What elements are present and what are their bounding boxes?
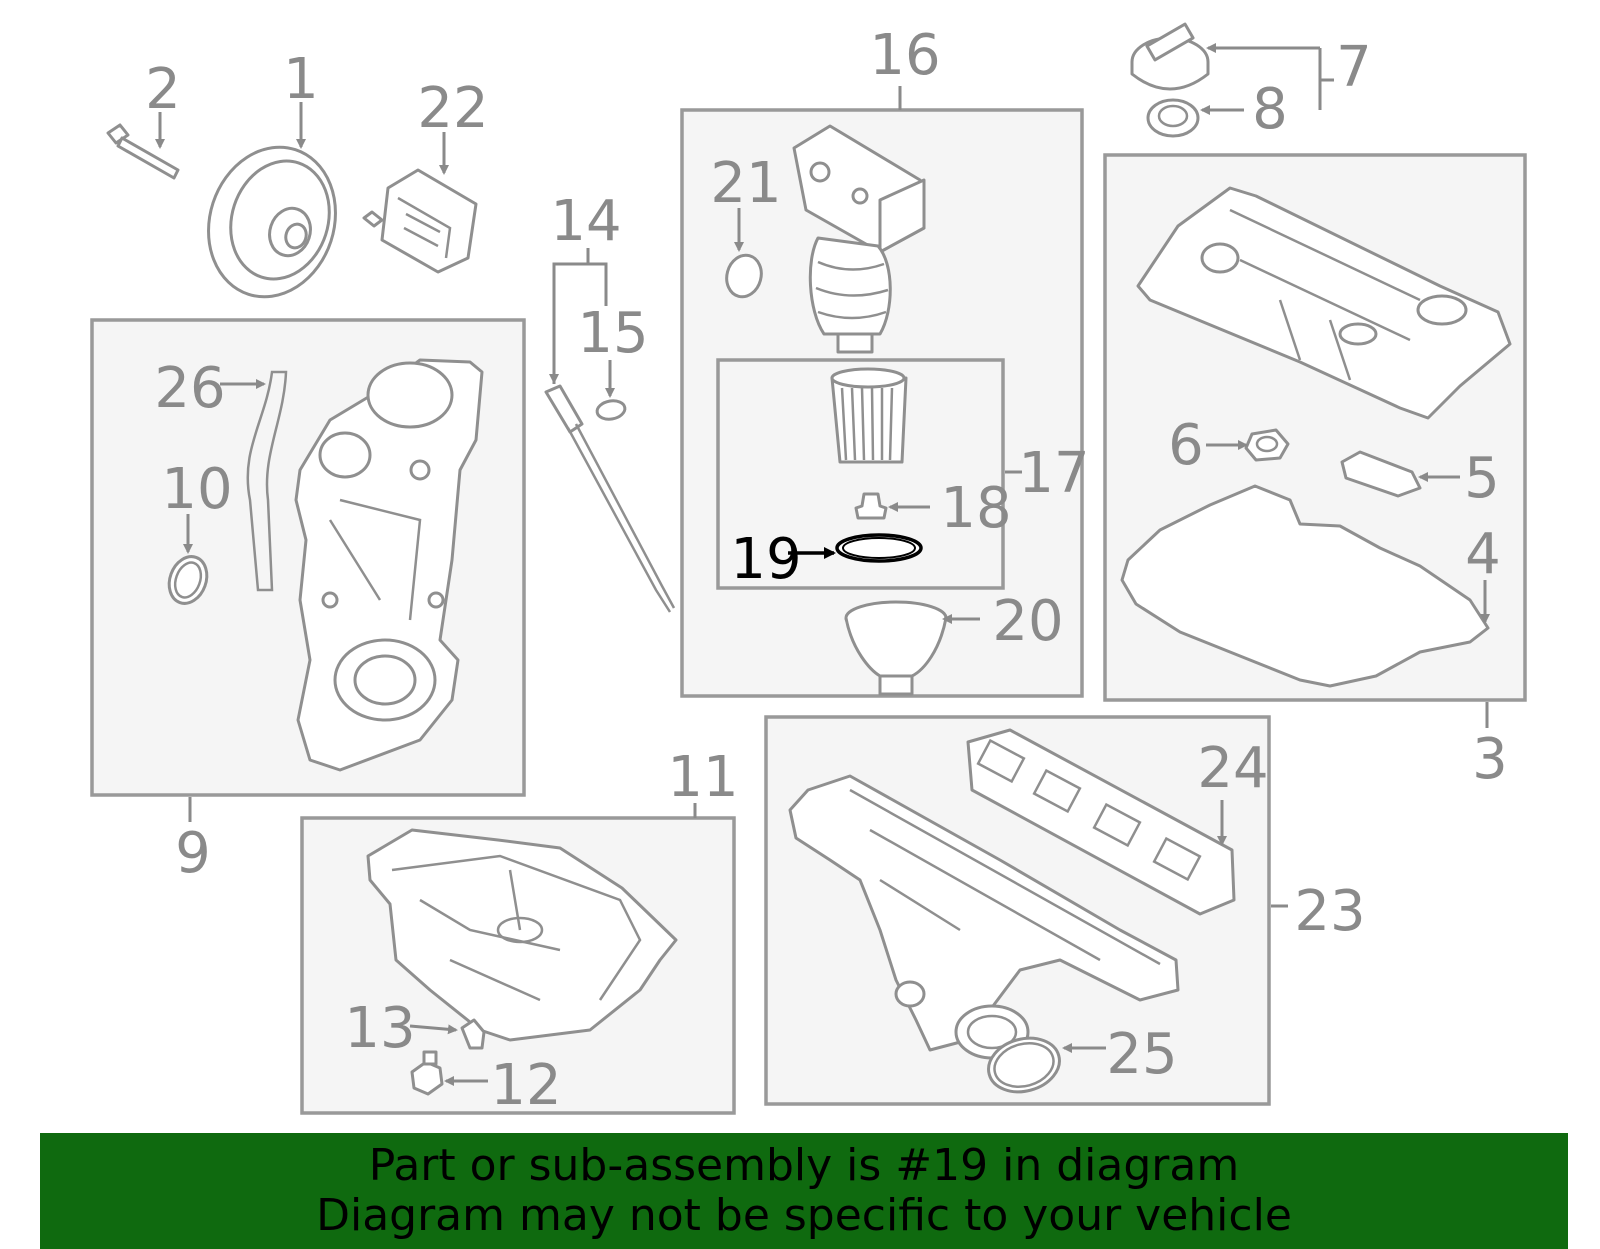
banner-line-2: Diagram may not be specific to your vehi… bbox=[316, 1190, 1292, 1241]
callout-13: 13 bbox=[344, 996, 415, 1061]
crank-pulley-part-1 bbox=[207, 145, 337, 299]
callout-14: 14 bbox=[550, 189, 621, 254]
filter-element-part-17 bbox=[830, 367, 908, 464]
callout-7: 7 bbox=[1336, 35, 1372, 100]
callout-9: 9 bbox=[175, 821, 211, 886]
callout-17: 17 bbox=[1018, 441, 1089, 506]
filter-housing-part-16 bbox=[792, 124, 926, 354]
callout-4: 4 bbox=[1465, 522, 1501, 587]
oring-part-19-highlighted bbox=[835, 533, 923, 563]
oring-part-21 bbox=[725, 253, 763, 299]
callout-16: 16 bbox=[869, 23, 940, 88]
oring-part-15 bbox=[595, 399, 627, 421]
info-banner: Part or sub-assembly is #19 in diagram D… bbox=[40, 1133, 1568, 1249]
callout-3: 3 bbox=[1472, 727, 1508, 792]
gasket-part-4 bbox=[1120, 484, 1490, 688]
callout-1: 1 bbox=[283, 47, 319, 112]
filler-cap-part-7 bbox=[1130, 22, 1210, 91]
filter-cap-part-20 bbox=[844, 600, 948, 696]
callout-21: 21 bbox=[710, 151, 781, 216]
plug-part-18 bbox=[854, 492, 888, 520]
banner-line-1: Part or sub-assembly is #19 in diagram bbox=[368, 1140, 1240, 1191]
callout-8: 8 bbox=[1252, 77, 1288, 142]
bracket-14 bbox=[552, 262, 608, 384]
callout-12: 12 bbox=[490, 1053, 561, 1118]
gasket-part-13 bbox=[460, 1018, 486, 1050]
gasket-part-5 bbox=[1340, 450, 1422, 498]
callout-22: 22 bbox=[417, 76, 488, 141]
callout-26: 26 bbox=[154, 356, 225, 421]
callout-18: 18 bbox=[940, 476, 1011, 541]
callout-6: 6 bbox=[1168, 413, 1204, 478]
callout-20: 20 bbox=[992, 589, 1063, 654]
callout-19: 19 bbox=[730, 527, 801, 592]
oring-part-10 bbox=[167, 555, 209, 605]
nut-part-6 bbox=[1244, 428, 1290, 462]
callout-15: 15 bbox=[577, 301, 648, 366]
oil-pan-part-11 bbox=[366, 828, 678, 1042]
valve-cover-part-3 bbox=[1136, 186, 1512, 420]
callout-25: 25 bbox=[1106, 1022, 1177, 1087]
timing-cover-part-9 bbox=[294, 358, 484, 772]
manifold-gasket-part-24 bbox=[966, 728, 1236, 916]
oil-cooler-part-22 bbox=[362, 168, 478, 274]
guide-part-26 bbox=[246, 370, 288, 592]
bolt-part-2 bbox=[106, 123, 180, 180]
oring-inner-10 bbox=[173, 561, 203, 599]
drain-plug-part-12 bbox=[410, 1050, 444, 1096]
callout-5: 5 bbox=[1464, 446, 1500, 511]
callout-24: 24 bbox=[1197, 736, 1268, 801]
arrow-13 bbox=[409, 1024, 458, 1035]
callout-10: 10 bbox=[161, 457, 232, 522]
callout-23: 23 bbox=[1294, 879, 1365, 944]
callout-2: 2 bbox=[145, 57, 181, 122]
bracket-7-8 bbox=[1318, 48, 1334, 110]
callout-11: 11 bbox=[667, 745, 738, 810]
seal-part-8 bbox=[1146, 98, 1200, 138]
dipstick-part-14 bbox=[544, 384, 676, 613]
gasket-ring-inner-25 bbox=[993, 1042, 1055, 1088]
